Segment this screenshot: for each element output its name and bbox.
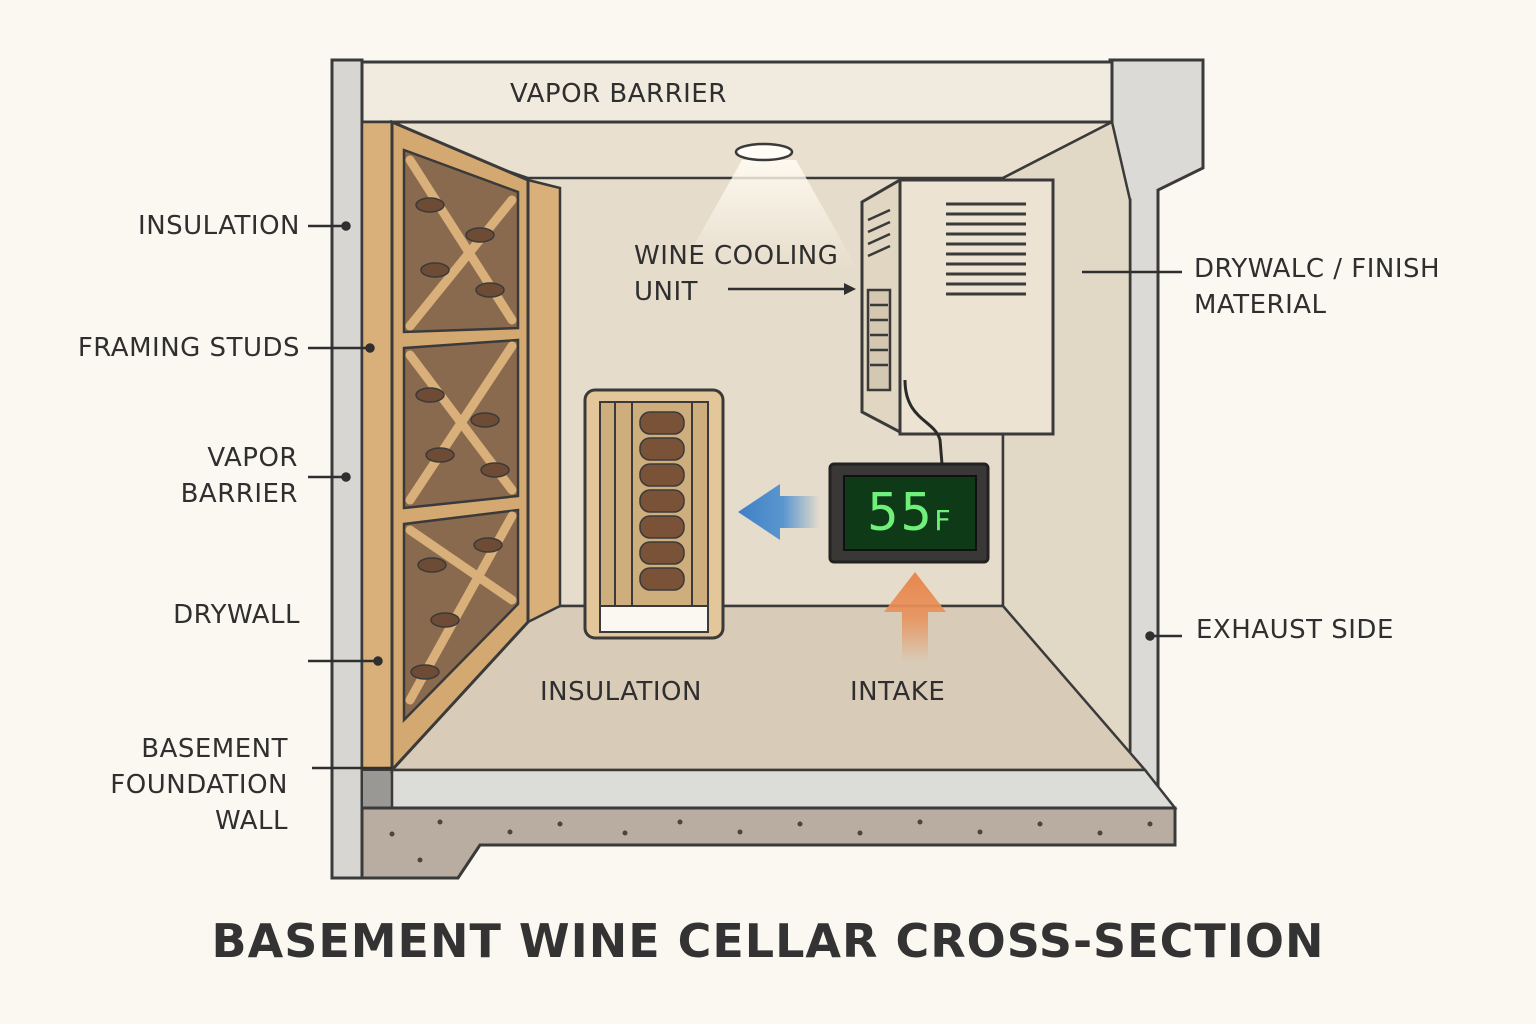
light-beam [680,160,858,270]
side-rack-face [526,178,562,625]
label-line: FOUNDATION [110,770,288,800]
label-line: DRYWALC / FINISH [1194,254,1441,284]
diagram-title: BASEMENT WINE CELLAR CROSS-SECTION [211,914,1325,968]
stud-base [361,769,393,811]
left-stud-layer [360,120,394,772]
label-line: BASEMENT [141,734,288,764]
label-vapor-barrier-left: VAPOR BARRIER [120,440,298,512]
label-insulation-floor: INSULATION [540,677,702,707]
label-line: WALL [214,806,288,836]
label-line: MATERIAL [1194,290,1327,320]
small-wine-rack [583,388,725,640]
cooling-unit-pointer [844,283,856,295]
label-line: VAPOR [207,443,298,473]
label-wine-cooling-unit: WINE COOLING UNIT [634,238,838,310]
label-drywall-finish-material: DRYWALC / FINISH MATERIAL [1194,251,1440,323]
thermostat-value: 55 [867,483,934,543]
label-exhaust-side: EXHAUST SIDE [1196,615,1394,645]
ceiling-light [734,142,794,162]
cool-air-arrow [738,484,820,540]
label-drywall: DRYWALL [173,600,300,630]
label-insulation-left: INSULATION [138,211,300,241]
thermostat-unit: F [933,504,953,537]
label-vapor-barrier-top: VAPOR BARRIER [510,79,727,109]
intake-air-arrow [884,572,946,662]
leader-lines [308,221,1182,770]
label-line: WINE COOLING [634,241,839,271]
concrete-aggregate [389,819,1153,863]
concrete-slab [360,806,1177,880]
label-line: BARRIER [180,479,298,509]
wine-cooling-unit-body [860,177,1055,465]
label-basement-foundation-wall: BASEMENT FOUNDATION WALL [80,731,288,839]
label-intake: INTAKE [850,677,946,707]
thermostat-readout: 55F [846,480,974,546]
floor-finish-layer [390,768,1178,810]
label-framing-studs: FRAMING STUDS [77,333,300,363]
thermostat-screen [843,475,977,551]
side-rack-bottles [410,197,510,680]
left-foundation-wall [330,58,364,880]
label-line: UNIT [634,277,699,307]
top-vapor-barrier [360,60,1114,124]
